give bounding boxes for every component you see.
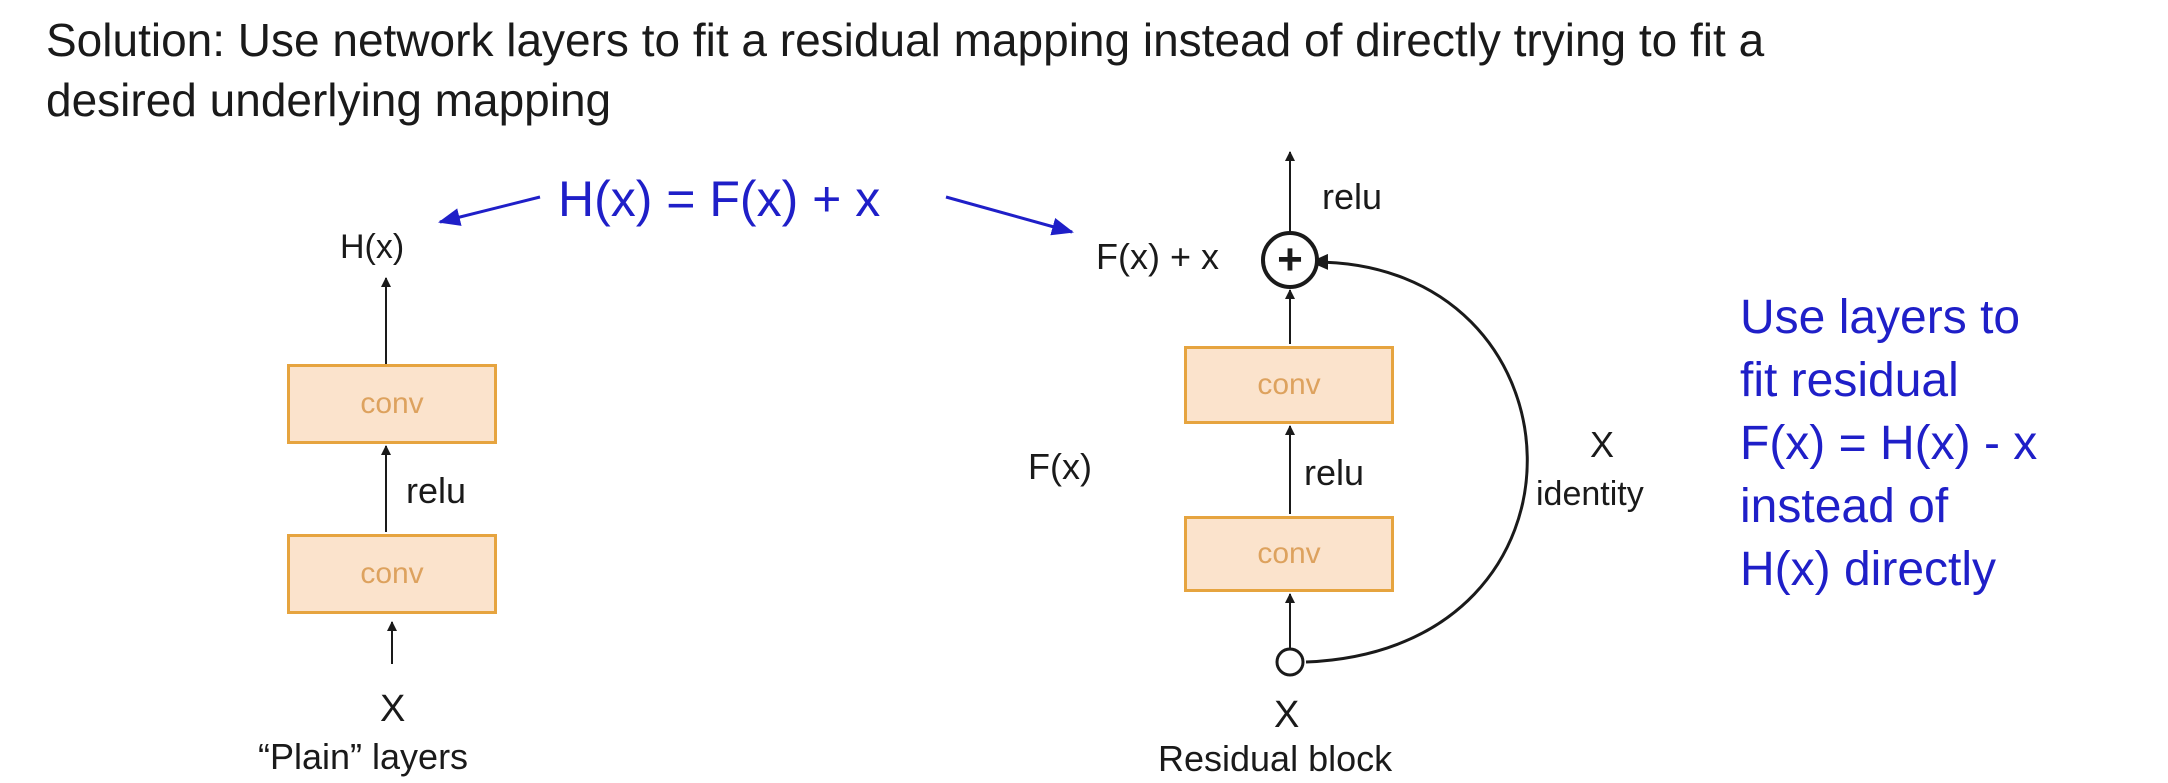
headline-line-2: desired underlying mapping <box>46 74 612 126</box>
residual-relu-label: relu <box>1304 452 1365 493</box>
side-note: Use layers to fit residual F(x) = H(x) -… <box>1740 286 2140 601</box>
headline-line-1: Solution: Use network layers to fit a re… <box>46 14 1765 66</box>
residual-conv-top: conv <box>1184 346 1394 424</box>
plain-conv-bottom: conv <box>287 534 497 614</box>
sum-node <box>1261 231 1319 289</box>
side-note-line-5: H(x) directly <box>1740 543 1997 596</box>
identity-skip-arc <box>1305 253 1529 664</box>
residual-caption: Residual block <box>1158 738 1393 779</box>
residual-input-node <box>1275 647 1305 677</box>
plain-input-label: X <box>380 688 406 730</box>
equation-arrow-left <box>438 195 541 226</box>
residual-top-relu-label: relu <box>1322 176 1383 217</box>
equation-arrow-right <box>945 195 1074 236</box>
residual-conv-bottom: conv <box>1184 516 1394 592</box>
fx-label: F(x) <box>1028 446 1092 487</box>
side-note-line-1: Use layers to <box>1740 291 2021 344</box>
plain-relu-label: relu <box>406 470 467 511</box>
slide-headline: Solution: Use network layers to fit a re… <box>46 10 2146 130</box>
plain-caption: “Plain” layers <box>258 736 469 777</box>
plain-output-label: H(x) <box>340 228 405 266</box>
side-note-line-3: F(x) = H(x) - x <box>1740 417 2038 470</box>
sum-label: F(x) + x <box>1096 236 1219 277</box>
side-note-line-4: instead of <box>1740 480 1949 533</box>
side-note-line-2: fit residual <box>1740 354 1959 407</box>
plain-conv-top: conv <box>287 364 497 444</box>
identity-label: identity <box>1536 475 1644 513</box>
sum-plus-symbol: + <box>1277 235 1303 284</box>
equation-label: H(x) = F(x) + x <box>558 171 881 227</box>
residual-input-label: X <box>1274 694 1300 736</box>
identity-x-label: X <box>1590 424 1615 465</box>
